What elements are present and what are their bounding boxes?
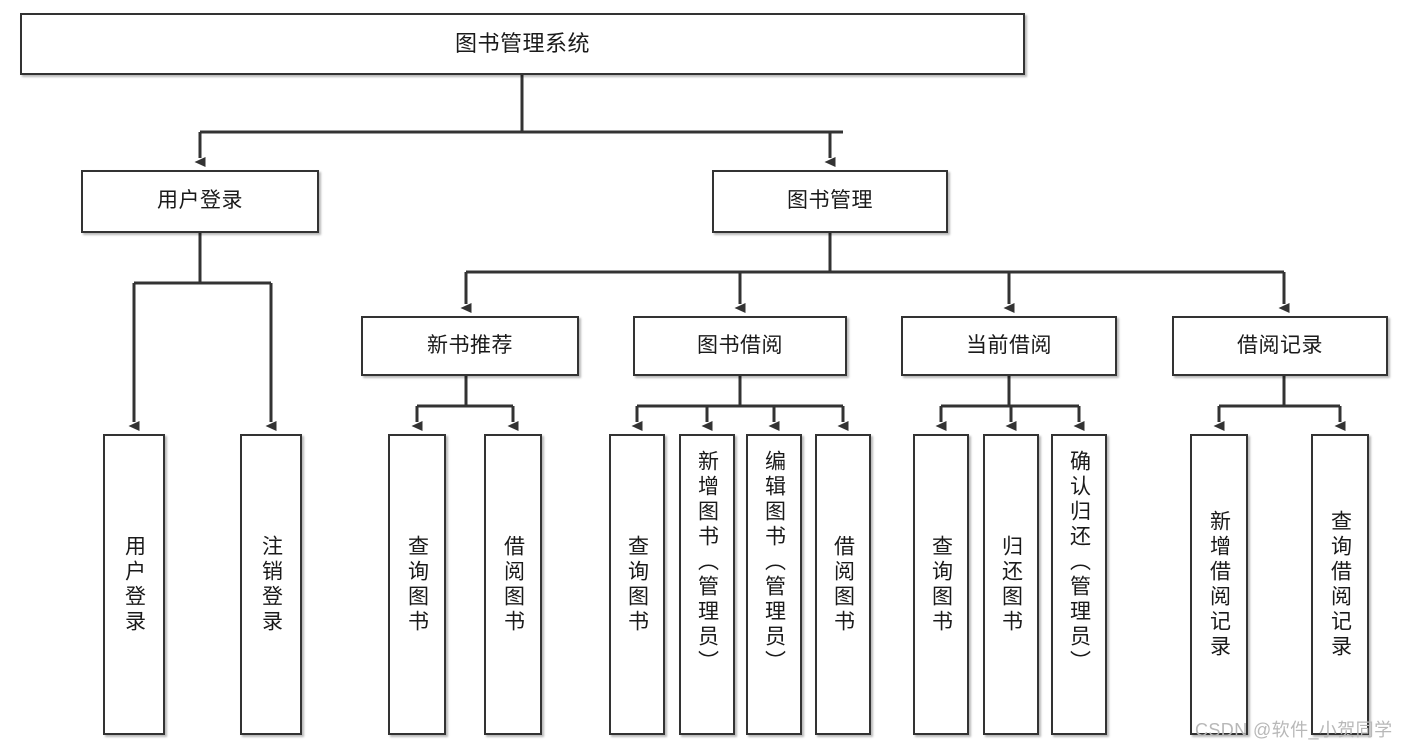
- node-leaf-return-book[interactable]: 归还图书: [983, 434, 1039, 735]
- node-label: 借阅图书: [831, 534, 855, 635]
- node-borrow-record[interactable]: 借阅记录: [1172, 316, 1388, 376]
- node-label: 借阅图书: [501, 534, 525, 635]
- node-leaf-add-book[interactable]: 新增图书（管理员）: [679, 434, 735, 735]
- node-leaf-borrow-book-1[interactable]: 借阅图书: [484, 434, 542, 735]
- node-label: 查询借阅记录: [1328, 509, 1352, 660]
- node-label: 新书推荐: [427, 333, 513, 357]
- node-current-borrow[interactable]: 当前借阅: [901, 316, 1117, 376]
- node-label: 归还图书: [999, 534, 1023, 635]
- node-leaf-query-book-1[interactable]: 查询图书: [388, 434, 446, 735]
- node-leaf-add-record[interactable]: 新增借阅记录: [1190, 434, 1248, 735]
- node-label: 图书管理: [787, 189, 873, 213]
- node-label: 确认归还（管理员）: [1067, 450, 1091, 675]
- node-label: 查询图书: [625, 534, 649, 635]
- node-label: 图书管理系统: [454, 31, 590, 57]
- node-leaf-edit-book[interactable]: 编辑图书（管理员）: [746, 434, 802, 735]
- node-label: 用户登录: [157, 189, 243, 213]
- csdn-watermark: CSDN @软件_小贺同学: [1195, 720, 1393, 740]
- node-label: 图书借阅: [697, 333, 783, 357]
- node-label: 查询图书: [929, 534, 953, 635]
- node-leaf-confirm-return[interactable]: 确认归还（管理员）: [1051, 434, 1107, 735]
- node-label: 注销登录: [259, 534, 283, 635]
- node-leaf-user-login[interactable]: 用户登录: [103, 434, 165, 735]
- node-root-system[interactable]: 图书管理系统: [20, 13, 1025, 75]
- node-label: 新增借阅记录: [1207, 509, 1231, 660]
- node-label: 当前借阅: [966, 333, 1052, 357]
- node-label: 借阅记录: [1237, 333, 1323, 357]
- node-new-book-recommend[interactable]: 新书推荐: [361, 316, 579, 376]
- node-label: 用户登录: [122, 534, 146, 635]
- node-label: 编辑图书（管理员）: [762, 450, 786, 675]
- node-leaf-query-book-3[interactable]: 查询图书: [913, 434, 969, 735]
- node-leaf-borrow-book-2[interactable]: 借阅图书: [815, 434, 871, 735]
- node-book-manage[interactable]: 图书管理: [712, 170, 948, 233]
- node-leaf-query-record[interactable]: 查询借阅记录: [1311, 434, 1369, 735]
- node-book-borrow[interactable]: 图书借阅: [633, 316, 847, 376]
- node-leaf-query-book-2[interactable]: 查询图书: [609, 434, 665, 735]
- node-label: 查询图书: [405, 534, 429, 635]
- node-user-login[interactable]: 用户登录: [81, 170, 319, 233]
- node-leaf-logout[interactable]: 注销登录: [240, 434, 302, 735]
- node-label: 新增图书（管理员）: [695, 450, 719, 675]
